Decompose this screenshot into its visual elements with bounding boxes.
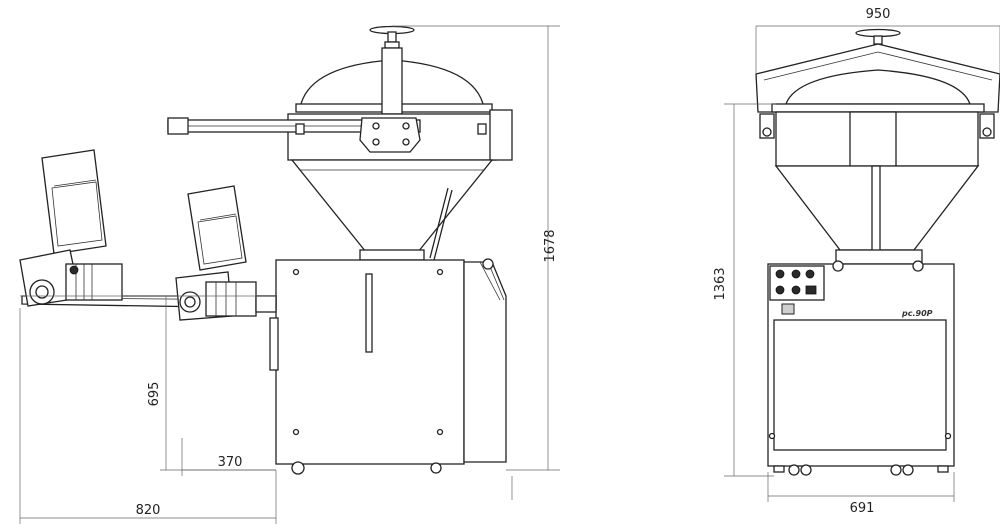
- button-icon: [791, 269, 801, 279]
- front-wheel: [788, 464, 800, 476]
- side-board-2: [187, 185, 247, 271]
- dimension-label-front-depth: 370: [218, 455, 243, 470]
- side-wheel: [430, 462, 442, 474]
- front-dimensions: [724, 25, 1000, 502]
- side-view: [19, 25, 513, 475]
- front-door-panel: [773, 319, 947, 451]
- button-icon: [775, 285, 785, 295]
- side-wheel: [291, 461, 305, 475]
- dimension-label-top-width: 950: [866, 7, 891, 22]
- side-board-1: [41, 149, 107, 255]
- switch-icon: [805, 285, 817, 295]
- front-wheel: [890, 464, 902, 476]
- front-view: pc.90P: [755, 28, 1000, 476]
- dimension-label-side-height: 1678: [543, 229, 558, 262]
- side-hopper-cone: [290, 159, 494, 253]
- side-handwheel: [369, 25, 415, 49]
- button-icon: [775, 269, 785, 279]
- front-logo: pc.90P: [901, 309, 933, 318]
- side-motor-1: [19, 249, 123, 307]
- front-wheel: [902, 464, 914, 476]
- side-dimensions: [19, 25, 560, 524]
- dimension-label-base-width: 691: [850, 501, 875, 516]
- dimension-label-total-depth: 820: [136, 503, 161, 518]
- side-lift-column: [381, 47, 403, 115]
- button-icon: [805, 269, 815, 279]
- front-wheel: [800, 464, 812, 476]
- dimension-label-front-height: 1363: [713, 267, 728, 300]
- button-icon: [791, 285, 801, 295]
- dimension-label-hopper-height: 695: [147, 382, 162, 407]
